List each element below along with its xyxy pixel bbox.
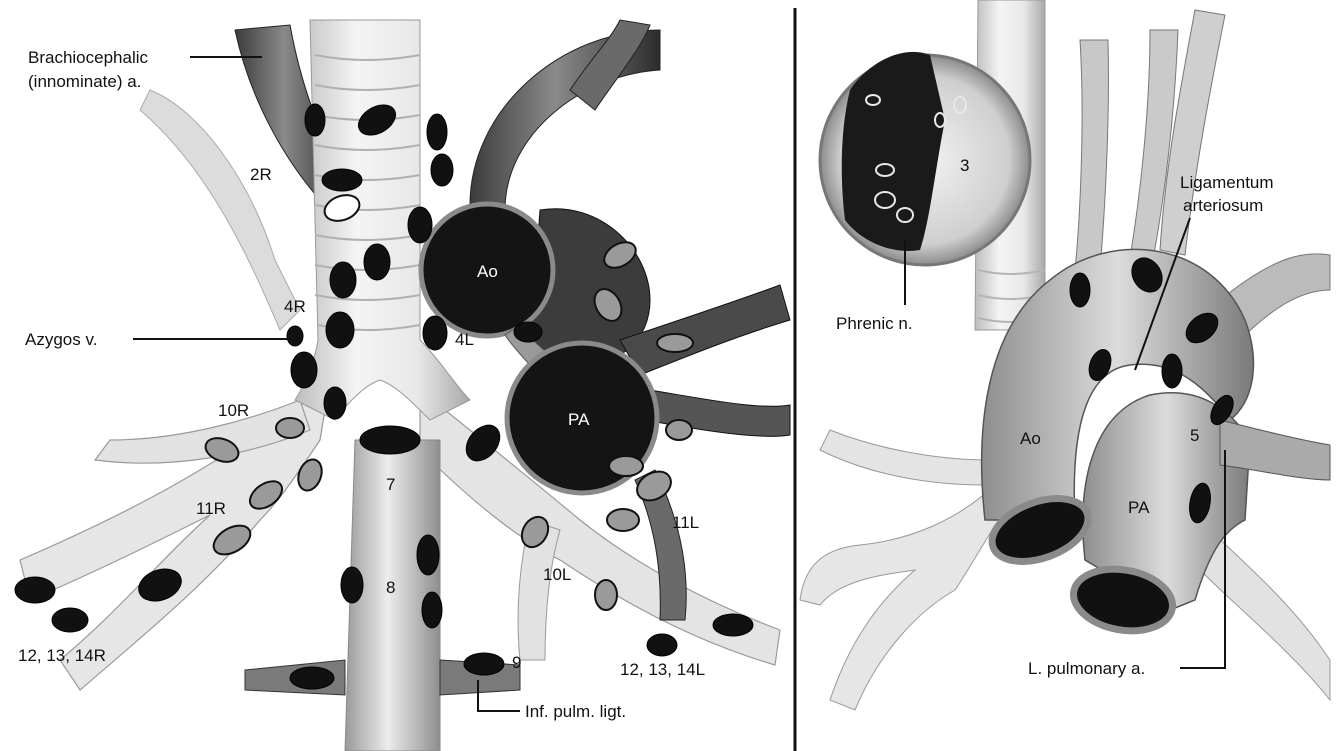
station-5-label: 5 <box>1190 426 1199 445</box>
station-9-label: 9 <box>512 653 521 672</box>
lymph-node <box>607 509 639 531</box>
lymph-node <box>330 262 356 298</box>
ligamentum-label-line2: arteriosum <box>1183 196 1263 215</box>
station-4l-label: 4L <box>455 330 474 349</box>
lymph-node <box>427 114 447 150</box>
left-panel: Ao PA <box>15 20 790 751</box>
ao-label-left: Ao <box>477 262 498 281</box>
station-12-13-14l-label: 12, 13, 14L <box>620 660 705 679</box>
lymph-node <box>657 334 693 352</box>
lymph-node <box>514 322 542 342</box>
pa-label-left: PA <box>568 410 590 429</box>
lymph-node <box>287 326 303 346</box>
station-4r-label: 4R <box>284 297 306 316</box>
right-bronchial-tree-right-panel <box>800 480 1010 710</box>
lymph-node <box>464 653 504 675</box>
lymph-node <box>360 426 420 454</box>
station-11l-label: 11L <box>672 513 699 532</box>
lymph-node <box>417 535 439 575</box>
pa-label-right: PA <box>1128 498 1150 517</box>
lymph-node <box>431 154 453 186</box>
right-panel: 3 Phrenic n. Ligamentum arteriosum Ao PA… <box>800 0 1330 710</box>
station-7-label: 7 <box>386 475 395 494</box>
ligamentum-label-line1: Ligamentum <box>1180 173 1274 192</box>
lymph-node <box>408 207 432 243</box>
lymph-node <box>647 634 677 656</box>
left-bronchial-branches-right-panel <box>1200 520 1330 700</box>
lymph-node <box>341 567 363 603</box>
station-10r-label: 10R <box>218 401 249 420</box>
lymph-node <box>324 387 346 419</box>
l-pulmonary-label: L. pulmonary a. <box>1028 659 1145 678</box>
ao-label-right: Ao <box>1020 429 1041 448</box>
lymph-node <box>290 667 334 689</box>
station-12-13-14r-label: 12, 13, 14R <box>18 646 106 665</box>
station-2r-label: 2R <box>250 165 272 184</box>
lymph-node <box>423 316 447 350</box>
station-11r-label: 11R <box>196 499 226 518</box>
station-3-label: 3 <box>960 156 969 175</box>
brachiocephalic-label-line1: Brachiocephalic <box>28 48 149 67</box>
lymph-node <box>276 418 304 438</box>
phrenic-label: Phrenic n. <box>836 314 913 333</box>
lymph-node <box>291 352 317 388</box>
inf-pulm-ligt-label: Inf. pulm. ligt. <box>525 702 626 721</box>
station-10l-label: 10L <box>543 565 571 584</box>
lymph-node <box>322 169 362 191</box>
lymph-node <box>1162 354 1182 388</box>
brachiocephalic-label-line2: (innominate) a. <box>28 72 141 91</box>
lymph-node <box>364 244 390 280</box>
lymph-node <box>15 577 55 603</box>
lymph-node <box>52 608 88 632</box>
lymph-node <box>609 456 643 476</box>
lymph-node <box>595 580 617 610</box>
lymph-node <box>666 420 692 440</box>
azygos-label: Azygos v. <box>25 330 97 349</box>
lymph-node <box>326 312 354 348</box>
lymph-node <box>422 592 442 628</box>
lymph-node <box>305 104 325 136</box>
lymph-node <box>1070 273 1090 307</box>
right-great-vessel-1 <box>1075 40 1108 270</box>
right-upper-branch-right-panel <box>820 430 990 485</box>
lymph-node <box>713 614 753 636</box>
station-8-label: 8 <box>386 578 395 597</box>
